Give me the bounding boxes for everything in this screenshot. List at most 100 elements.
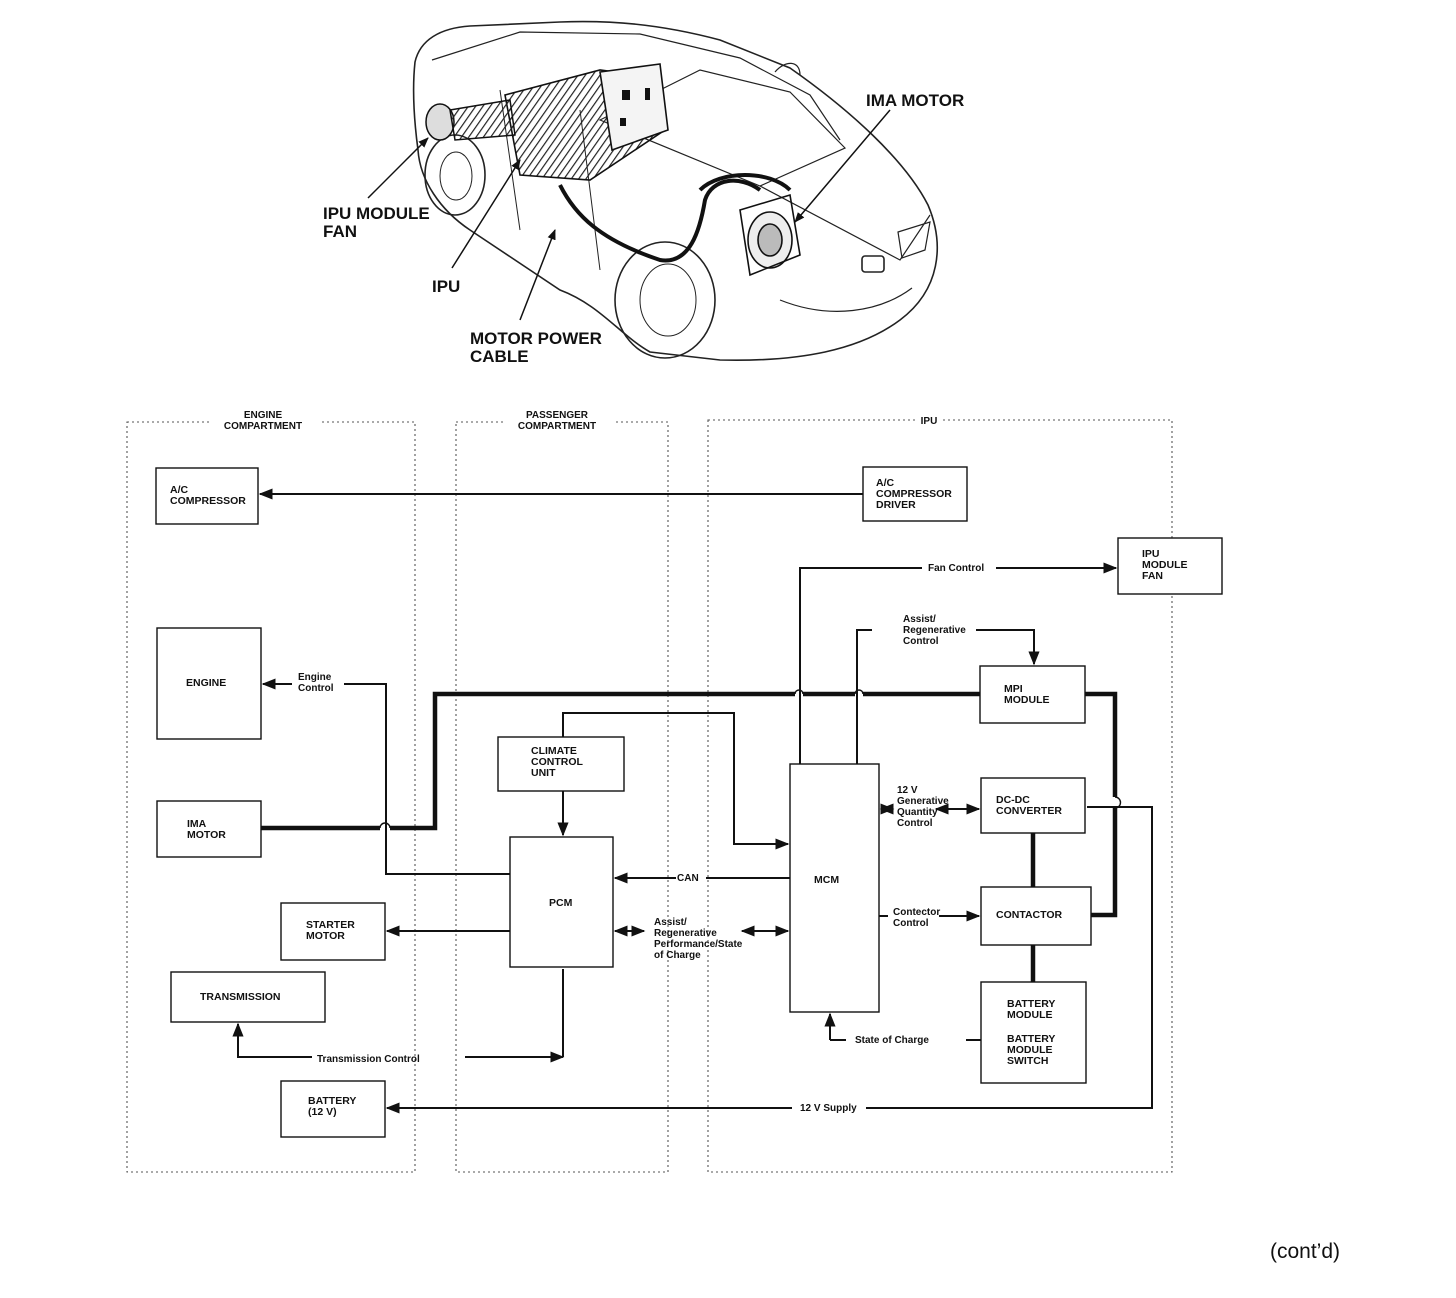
passenger-compartment-title-1: PASSENGER	[526, 410, 589, 421]
dcdc-label-1: DC-DC	[996, 794, 1030, 806]
ac-compressor-label-1: A/C	[170, 484, 189, 496]
dcdc-label-2: CONVERTER	[996, 805, 1062, 817]
ipu-compartment-title: IPU	[921, 416, 938, 427]
callout-ima-motor: IMA MOTOR	[866, 91, 964, 110]
state-of-charge-label: State of Charge	[855, 1035, 929, 1046]
fan-control-label: Fan Control	[928, 563, 984, 574]
climate-control-label-1: CLIMATE	[531, 745, 577, 757]
continued-label: (cont’d)	[1270, 1240, 1341, 1263]
ima-motor-box	[156, 800, 262, 858]
ipu-fan-label-2: MODULE	[1142, 559, 1188, 571]
generative-quantity-label-4: Control	[897, 818, 933, 829]
trans-control-to-transmission	[232, 1022, 312, 1058]
engine-compartment-title-2: COMPARTMENT	[224, 421, 302, 432]
rear-wheel	[424, 134, 486, 216]
engine-control-line	[263, 684, 510, 875]
pcm-box	[509, 836, 614, 968]
ipu-pack	[504, 63, 669, 181]
front-wheel	[614, 241, 716, 359]
contactor-control-label-2: Control	[893, 918, 929, 929]
callout-motor-power-cable-1: MOTOR POWER	[470, 329, 602, 348]
ima-motor-label-2: MOTOR	[187, 829, 226, 841]
callout-ipu: IPU	[432, 277, 460, 296]
contactor-box	[980, 886, 1092, 946]
generative-quantity-label-1: 12 V	[897, 785, 918, 796]
ac-compressor-driver-box	[862, 466, 968, 522]
climate-control-label-2: CONTROL	[531, 756, 583, 768]
callout-leader-ipu	[451, 159, 521, 269]
transmission-box	[170, 971, 326, 1023]
pcm-label: PCM	[549, 897, 573, 909]
engine-compartment-title-1: ENGINE	[244, 410, 283, 421]
callout-leader-cable	[519, 229, 556, 321]
ac-driver-label-1: A/C	[876, 477, 895, 489]
supply-12v-label: 12 V Supply	[800, 1103, 857, 1114]
mcm-box	[789, 763, 880, 1013]
generative-quantity-label-2: Generative	[897, 796, 949, 807]
engine-compartment-region	[126, 421, 416, 1173]
supply-12v-line	[387, 806, 1153, 1108]
fan-control-line	[799, 568, 1116, 764]
hv-line-ima-to-mpi	[261, 691, 980, 831]
ipu-fan-label-3: FAN	[1142, 570, 1163, 582]
dcdc-converter-box	[980, 777, 1086, 834]
climate-to-mcm-line	[562, 712, 790, 850]
battery-module-label-1: BATTERY	[1007, 998, 1055, 1010]
ac-compressor-box	[155, 467, 259, 525]
hv-line-mpi-to-contactor	[1085, 691, 1118, 918]
battery-12v-label-2: (12 V)	[308, 1106, 337, 1118]
ac-driver-label-3: DRIVER	[876, 499, 916, 511]
transmission-control-label: Transmission Control	[317, 1054, 420, 1065]
mpi-module-label-1: MPI	[1004, 683, 1023, 695]
battery-12v-box	[280, 1080, 386, 1138]
assist-regen-control-line	[856, 629, 1034, 764]
headlight	[897, 221, 931, 259]
ac-driver-label-2: COMPRESSOR	[876, 488, 952, 500]
engine-control-label-1: Engine	[298, 672, 332, 683]
callout-leader-ima-motor	[794, 109, 891, 223]
car-illustration	[412, 20, 938, 362]
climate-control-label-3: UNIT	[531, 767, 556, 779]
transmission-control-line	[465, 969, 563, 1057]
battery-module-switch-label-1: BATTERY	[1007, 1033, 1055, 1045]
engine-label: ENGINE	[186, 677, 226, 689]
contactor-control-label-1: Contector	[893, 907, 940, 918]
battery-module-label-2: MODULE	[1007, 1009, 1053, 1021]
front-wheel-rim	[639, 263, 697, 337]
mpi-module-label-2: MODULE	[1004, 694, 1050, 706]
engine-control-label-2: Control	[298, 683, 334, 694]
assist-perf-label-1: Assist/	[654, 917, 687, 928]
battery-module-switch-label-2: MODULE	[1007, 1044, 1053, 1056]
callout-ipu-module-fan-2: FAN	[323, 222, 357, 241]
ac-compressor-label-2: COMPRESSOR	[170, 495, 246, 507]
battery-12v-label-1: BATTERY	[308, 1095, 356, 1107]
callout-ipu-module-fan-1: IPU MODULE	[323, 204, 430, 223]
motor-power-cable	[558, 178, 762, 263]
ipu-panel	[599, 63, 669, 152]
assist-perf-label-4: of Charge	[654, 950, 701, 961]
car-roof	[431, 31, 841, 141]
starter-motor-label-1: STARTER	[306, 919, 355, 931]
transmission-label: TRANSMISSION	[200, 991, 281, 1003]
engine-box	[156, 627, 262, 740]
can-label: CAN	[677, 873, 699, 884]
passenger-compartment-title-2: COMPARTMENT	[518, 421, 596, 432]
callout-motor-power-cable-2: CABLE	[470, 347, 529, 366]
ipu-fan-assembly	[425, 99, 516, 141]
car-front-bumper	[779, 287, 913, 312]
assist-perf-label-2: Regenerative	[654, 928, 717, 939]
generative-quantity-label-3: Quantity	[897, 807, 938, 818]
ipu-fan-label-1: IPU	[1142, 548, 1160, 560]
car-body-outline	[412, 20, 938, 362]
assist-perf-label-3: Performance/State	[654, 939, 743, 950]
ima-motor-label-1: IMA	[187, 818, 207, 830]
climate-control-box	[497, 736, 625, 792]
side-mirror	[774, 62, 801, 76]
ima-motor-assembly	[698, 173, 801, 277]
starter-motor-label-2: MOTOR	[306, 930, 345, 942]
starter-motor-box	[280, 902, 386, 961]
assist-regen-control-label-1: Assist/	[903, 614, 936, 625]
assist-regen-control-label-3: Control	[903, 636, 939, 647]
car-hood	[759, 185, 931, 261]
